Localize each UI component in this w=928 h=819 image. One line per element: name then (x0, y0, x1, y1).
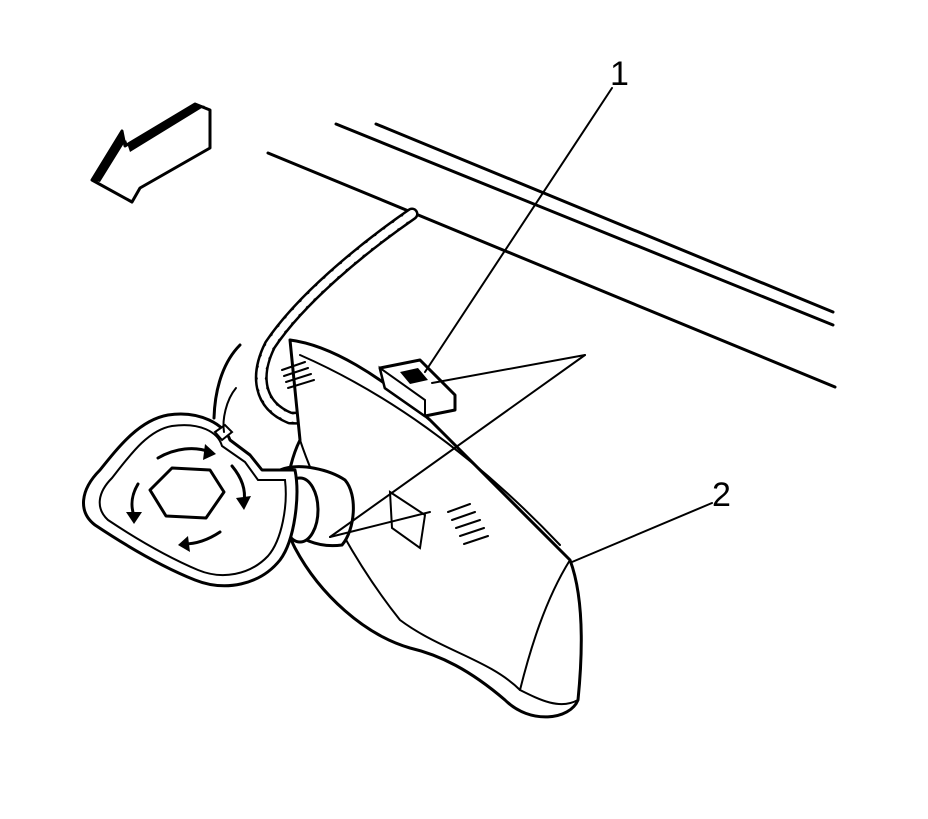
direction-arrow-icon (90, 102, 212, 204)
electrical-connector (378, 358, 457, 418)
rotation-arrow-icon (126, 444, 251, 552)
mirror-vent-right (447, 503, 489, 545)
callout-2-label: 2 (712, 476, 731, 514)
mirror-vent-left (281, 361, 315, 389)
bracket-edge (212, 343, 242, 420)
mounting-base (82, 412, 299, 588)
windshield-lines (266, 122, 837, 389)
leader-lines (329, 87, 713, 563)
bracket-inner-edge (222, 387, 237, 433)
callout-1-label: 1 (610, 55, 629, 93)
mirror-body (281, 338, 583, 719)
